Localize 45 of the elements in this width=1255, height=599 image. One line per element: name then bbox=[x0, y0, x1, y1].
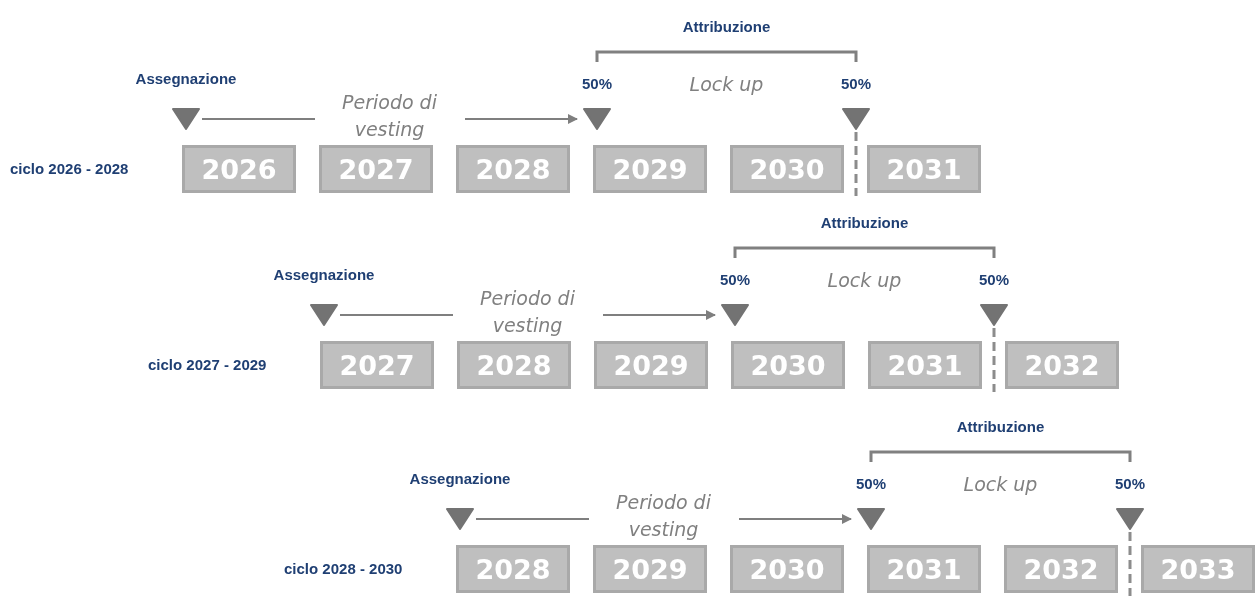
triangle-marker bbox=[583, 108, 611, 130]
cycle-label: ciclo 2028 - 2030 bbox=[284, 560, 403, 577]
cycle-label: ciclo 2027 - 2029 bbox=[148, 356, 267, 373]
year-box: 2028 bbox=[456, 145, 570, 193]
period-label: Lock up bbox=[827, 269, 902, 291]
year-box: 2028 bbox=[456, 545, 570, 593]
triangle-marker bbox=[446, 508, 474, 530]
year-box: 2029 bbox=[594, 341, 708, 389]
triangle-marker bbox=[1116, 508, 1144, 530]
bracket-label: Attribuzione bbox=[820, 214, 909, 231]
percentage-label: 50% bbox=[1115, 475, 1145, 492]
event-label: Assegnazione bbox=[409, 470, 511, 487]
year-box: 2031 bbox=[867, 145, 981, 193]
triangle-marker bbox=[721, 304, 749, 326]
triangle-marker bbox=[857, 508, 885, 530]
year-box: 2031 bbox=[867, 545, 981, 593]
triangle-marker bbox=[310, 304, 338, 326]
year-box: 2029 bbox=[593, 545, 707, 593]
year-box: 2029 bbox=[593, 145, 707, 193]
year-box: 2033 bbox=[1141, 545, 1255, 593]
percentage-label: 50% bbox=[582, 75, 612, 92]
bracket-label: Attribuzione bbox=[682, 18, 771, 35]
triangle-marker bbox=[980, 304, 1008, 326]
triangle-marker bbox=[842, 108, 870, 130]
year-box: 2031 bbox=[868, 341, 982, 389]
percentage-label: 50% bbox=[841, 75, 871, 92]
year-box: 2030 bbox=[730, 145, 844, 193]
event-label: Assegnazione bbox=[135, 70, 237, 87]
period-label: Lock up bbox=[689, 73, 764, 95]
event-label: Assegnazione bbox=[273, 266, 375, 283]
triangle-marker bbox=[172, 108, 200, 130]
year-box: 2028 bbox=[457, 341, 571, 389]
year-box: 2027 bbox=[319, 145, 433, 193]
percentage-label: 50% bbox=[720, 271, 750, 288]
cycle-label: ciclo 2026 - 2028 bbox=[10, 160, 129, 177]
percentage-label: 50% bbox=[856, 475, 886, 492]
year-box: 2032 bbox=[1004, 545, 1118, 593]
year-box: 2030 bbox=[730, 545, 844, 593]
year-box: 2027 bbox=[320, 341, 434, 389]
period-label: Lock up bbox=[963, 473, 1038, 495]
year-box: 2026 bbox=[182, 145, 296, 193]
year-box: 2032 bbox=[1005, 341, 1119, 389]
bracket-label: Attribuzione bbox=[956, 418, 1045, 435]
percentage-label: 50% bbox=[979, 271, 1009, 288]
year-box: 2030 bbox=[731, 341, 845, 389]
